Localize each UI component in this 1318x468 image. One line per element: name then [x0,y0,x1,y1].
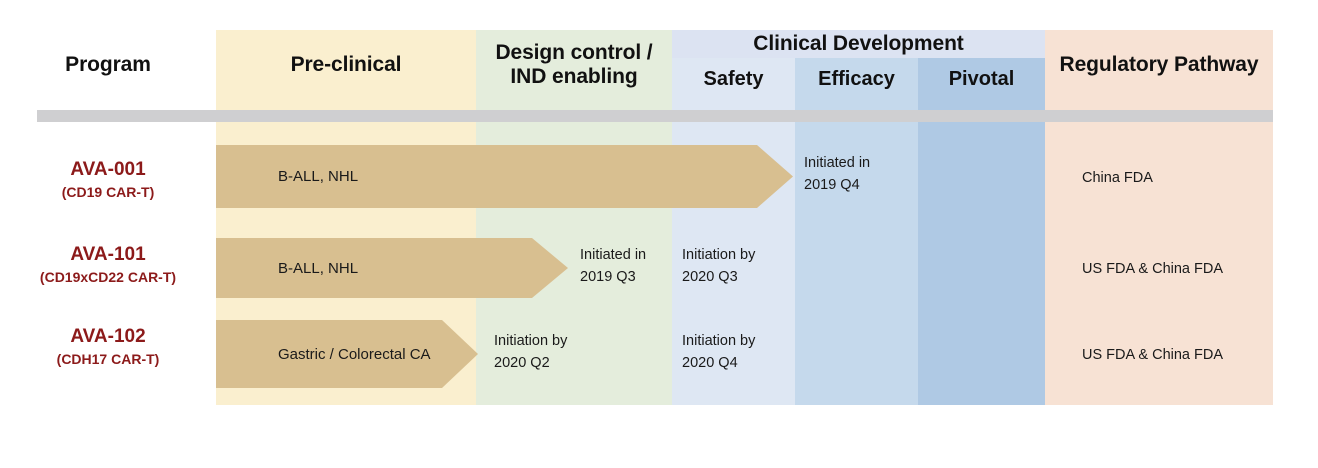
stage-bar-ava-001: B-ALL, NHL [216,145,793,208]
header-divider-bar [37,110,1273,122]
program-name: AVA-101 [70,244,146,265]
header-preclinical: Pre-clinical [290,53,402,77]
column-band-clinical-development-group [672,30,1045,58]
milestone-ava-101-safety: Initiation by 2020 Q3 [682,247,756,286]
regulatory-ava-001: China FDA [1082,170,1153,186]
indication-label: B-ALL, NHL [278,259,359,277]
program-name: AVA-102 [70,326,146,347]
milestone-ava-102-safety: Initiation by 2020 Q4 [682,333,756,372]
header-safety: Safety [703,67,764,90]
header-regulatory-pathway: Regulatory Pathway [1059,53,1259,77]
indication-label: B-ALL, NHL [278,168,359,185]
program-label-ava-102: AVA-102 (CDH17 CAR-T) [0,325,216,368]
header-ind-enabling: Design control / IND enabling [476,30,672,100]
column-band-regulatory-pathway [1045,30,1273,405]
milestone-ava-102-ind-enabling: Initiation by 2020 Q2 [494,333,568,372]
program-label-ava-101: AVA-101 (CD19xCD22 CAR-T) [0,243,216,286]
column-band-ind-enabling [476,30,672,405]
header-clinical-development: Clinical Development [753,32,964,56]
program-name: AVA-001 [70,159,146,180]
program-target: (CDH17 CAR-T) [56,350,160,367]
header-program: Program [65,53,151,77]
milestone-ava-001-efficacy: Initiated in 2019 Q4 [804,155,871,194]
stage-bar-ava-101: B-ALL, NHL [216,238,568,298]
regulatory-ava-101: US FDA & China FDA [1082,261,1224,277]
header-efficacy: Efficacy [818,67,895,90]
program-label-ava-001: AVA-001 (CD19 CAR-T) [0,158,216,201]
header-pivotal: Pivotal [948,67,1015,90]
stage-bar-ava-102: Gastric / Colorectal CA [216,320,478,388]
milestone-ava-101-ind-enabling: Initiated in 2019 Q3 [580,247,647,286]
header-ind-enabling-line1: Design control / [495,41,653,65]
header-ind-enabling-line2: IND enabling [510,65,638,88]
indication-label: Gastric / Colorectal CA [278,345,431,363]
program-target: (CD19xCD22 CAR-T) [39,268,177,285]
program-target: (CD19 CAR-T) [61,183,155,200]
regulatory-ava-102: US FDA & China FDA [1082,347,1224,363]
